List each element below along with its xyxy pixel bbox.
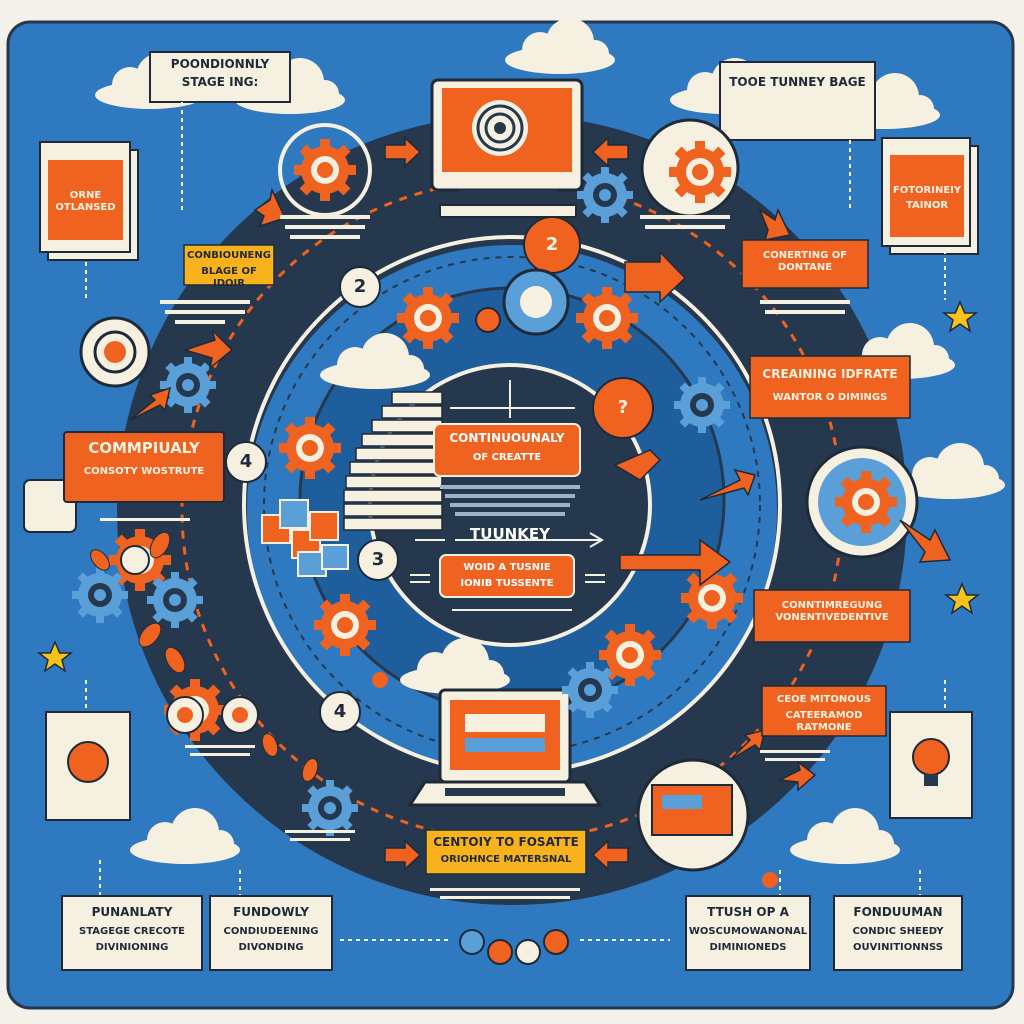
bottom-card-1-title: PUNANLATY — [91, 906, 173, 919]
bottom-card-3-sub2: DIMINIONEDS — [709, 942, 787, 953]
stage-number-left: 4 — [239, 451, 253, 472]
center-bottom-line-1: WOID A TUSNIE — [463, 562, 551, 573]
center-title-line-2: OF CREATTE — [472, 452, 542, 463]
right-orange-top-title: CONERTING OF DONTANE — [762, 250, 848, 273]
stage-number-bottom: 4 — [333, 701, 347, 722]
stage-number-center: 3 — [371, 549, 385, 570]
bottom-card-1-sub: STAGEGE CRECOTE — [79, 926, 185, 937]
laptop-icon — [407, 688, 603, 807]
left-orange-card-label: ORNE OTLANSED — [55, 190, 116, 213]
lightbulb-icon — [912, 738, 950, 786]
right-orange-lower: CONNTIMREGUNG VONENTIVEDENTIVE — [775, 600, 889, 623]
right-orange-mid-title: CREAINING IDFRATE — [762, 368, 898, 381]
yellow-label-left-title: CONBIOUNENG — [187, 250, 271, 261]
monitor-icon — [430, 78, 584, 218]
bottom-dots — [459, 929, 569, 965]
bottom-card-2-title: FUNDOWLY — [233, 906, 309, 919]
right-orange-card-sub: TAINOR — [905, 200, 949, 211]
right-orange-mid-sub: WANTOR O DIMINGS — [772, 392, 888, 403]
stage-number-top: 2 — [545, 234, 559, 255]
top-left-card-title: POONDIONNLY — [170, 58, 270, 71]
yellow-label-left-sub: BLAGE OF IDOIR — [201, 266, 257, 289]
bottom-card-2-sub2: DIVONDING — [238, 942, 304, 953]
center-title-line-1: CONTINUOUNALY — [449, 432, 565, 445]
center-turnkey-label: TUUNKEY — [470, 526, 550, 543]
right-orange-low-title: CEOE MITONOUS — [776, 694, 872, 705]
center-bottom-line-2: IONIB TUSSENTE — [460, 578, 554, 589]
bottom-card-3-sub: WOSCUMOWANONAL — [688, 926, 808, 937]
bottom-yellow-title: CENTOIY TO FOSATTE — [433, 836, 579, 849]
stage-number-left-top: 2 — [353, 276, 367, 297]
bottom-card-4-title: FONDUUMAN — [853, 906, 943, 919]
left-big-sub: CONSOTY WOSTRUTE — [83, 466, 205, 477]
bottom-card-3-title: TTUSH OP A — [707, 906, 789, 919]
bottom-card-2-sub: CONDIUDEENING — [223, 926, 319, 937]
bottom-card-4-sub: CONDIC SHEEDY — [852, 926, 944, 937]
gear-icon — [294, 139, 356, 201]
top-right-card-title: TOOE TUNNEY BAGE — [729, 76, 866, 89]
bottom-yellow-sub: ORIOHNCE MATERSNAL — [440, 854, 572, 865]
bottom-card-4-sub2: OUVINITIONNSS — [853, 942, 943, 953]
arrow-icon — [129, 136, 952, 871]
stage-number-question: ? — [617, 397, 629, 418]
top-left-card-sub: STAGE ING: — [181, 76, 259, 89]
left-big-title: COMMPIUALY — [88, 440, 200, 457]
bottom-card-1-sub2: DIVINIONING — [95, 942, 169, 953]
right-orange-low-sub: CATEERAMOD RATMONE — [785, 710, 863, 733]
target-icon — [79, 316, 151, 388]
right-orange-card-title: FOTORINEIY — [892, 185, 962, 196]
